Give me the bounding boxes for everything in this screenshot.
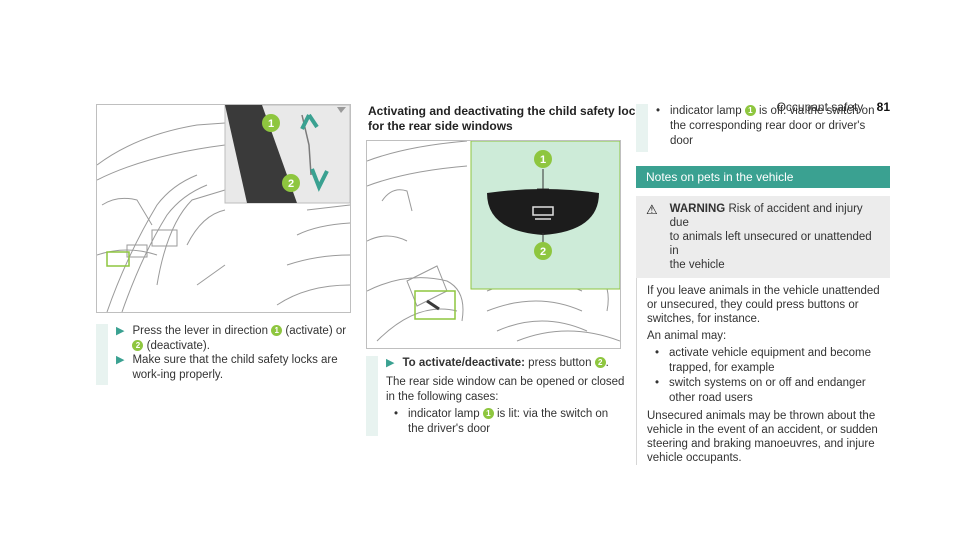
section-heading: Activating and deactivating the child sa… bbox=[368, 104, 643, 133]
list-item: indicator lamp 1 is off: via the switch … bbox=[656, 104, 875, 149]
step-arrow-icon: ▶ bbox=[116, 354, 125, 366]
figure-door-lever: 1 2 bbox=[96, 104, 351, 313]
right-continuation: indicator lamp 1 is off: via the switch … bbox=[636, 104, 890, 152]
callout-2-label: 2 bbox=[288, 178, 294, 190]
middle-step: ▶ To activate/deactivate: press button 2… bbox=[366, 356, 628, 437]
middle-bullets: indicator lamp 1 is lit: via the switch … bbox=[386, 407, 624, 437]
list-item: activate vehicle equipment and become tr… bbox=[655, 346, 890, 376]
warning-label: WARNING bbox=[669, 203, 726, 215]
callout-1-label: 1 bbox=[268, 118, 274, 130]
paragraph: If you leave animals in the vehicle unat… bbox=[647, 285, 880, 325]
pets-section: Notes on pets in the vehicle ⚠ WARNING R… bbox=[636, 166, 890, 468]
callout-1-badge: 1 bbox=[271, 325, 283, 336]
animal-list: activate vehicle equipment and become tr… bbox=[647, 346, 890, 406]
step-arrow-icon: ▶ bbox=[386, 357, 395, 369]
list-item: switch systems on or off and endanger ot… bbox=[655, 376, 890, 406]
paragraph: An animal may: bbox=[647, 330, 727, 342]
callout-1-label: 1 bbox=[540, 154, 546, 166]
right-bullets: indicator lamp 1 is off: via the switch … bbox=[656, 104, 875, 149]
door-interior-illustration: 1 2 bbox=[97, 105, 350, 312]
figure-window-switch: 1 2 bbox=[366, 140, 621, 349]
left-step-1: ▶ Press the lever in direction 1 (activa… bbox=[96, 324, 356, 356]
step-arrow-icon: ▶ bbox=[116, 325, 125, 337]
paragraph: Unsecured animals may be thrown about th… bbox=[647, 410, 878, 464]
callout-2-icon bbox=[534, 242, 552, 260]
warning-triangle-icon: ⚠ bbox=[646, 202, 658, 217]
window-lock-icon bbox=[532, 206, 554, 216]
callout-2-badge: 2 bbox=[594, 357, 606, 368]
door-switch-illustration: 1 2 bbox=[367, 141, 620, 342]
callout-1-icon bbox=[534, 150, 552, 168]
callout-2-badge: 2 bbox=[132, 340, 144, 351]
list-item: indicator lamp 1 is lit: via the switch … bbox=[394, 407, 624, 437]
page-number: 81 bbox=[876, 100, 890, 114]
left-step-1-text: Press the lever in direction 1 (activate… bbox=[132, 325, 347, 352]
pets-title: Notes on pets in the vehicle bbox=[636, 166, 890, 188]
callout-2-icon bbox=[282, 174, 300, 192]
left-step-2: ▶ Make sure that the child safety locks … bbox=[96, 353, 356, 385]
step-label: To activate/deactivate: bbox=[402, 357, 525, 369]
callout-1-icon bbox=[262, 114, 280, 132]
callout-2-label: 2 bbox=[540, 246, 546, 258]
left-step-2-text: Make sure that the child safety locks ar… bbox=[132, 354, 338, 381]
warning-box: ⚠ WARNING Risk of accident and injury du… bbox=[636, 196, 890, 278]
warning-body: If you leave animals in the vehicle unat… bbox=[636, 278, 890, 465]
middle-paragraph: The rear side window can be opened or cl… bbox=[386, 376, 625, 403]
